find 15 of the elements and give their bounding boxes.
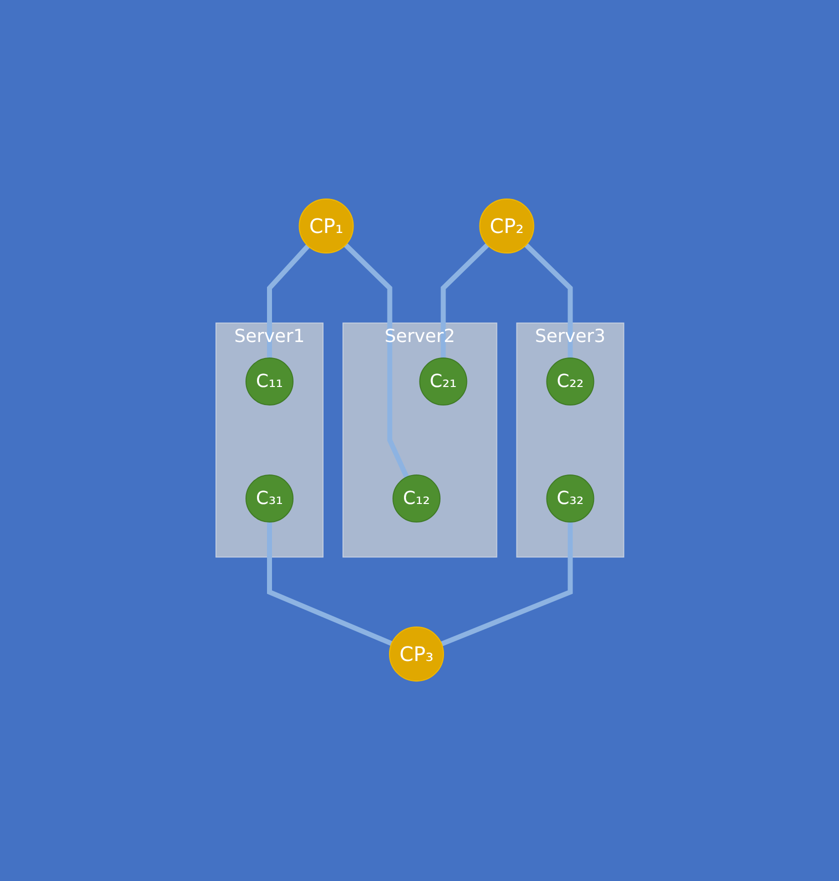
node-circle: C₂₁ bbox=[418, 358, 467, 406]
connector bbox=[440, 522, 572, 647]
connector bbox=[440, 244, 489, 358]
node-circle: C₁₁ bbox=[245, 358, 294, 406]
node-circle: CP₂ bbox=[478, 198, 534, 254]
connector bbox=[343, 244, 409, 479]
node-circle: C₃₂ bbox=[546, 475, 594, 523]
node-circle: CP₃ bbox=[388, 627, 444, 682]
connector bbox=[266, 522, 392, 646]
node-circle: C₃₁ bbox=[245, 475, 294, 523]
node-circle: C₁₂ bbox=[392, 475, 440, 523]
node-circle: C₂₂ bbox=[546, 358, 594, 406]
connector bbox=[524, 244, 572, 358]
node-circle: CP₁ bbox=[298, 198, 354, 254]
connector bbox=[266, 244, 310, 358]
